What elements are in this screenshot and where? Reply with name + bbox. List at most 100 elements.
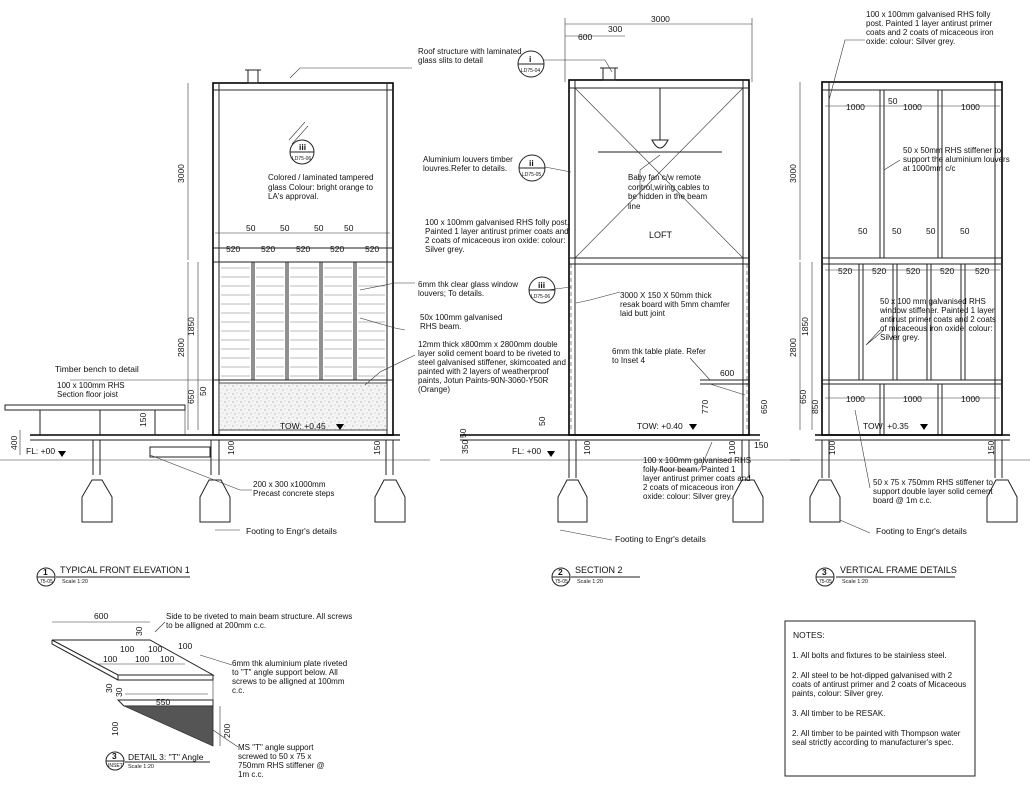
dim-520: 520 xyxy=(365,244,379,254)
dim-100-s: 100 xyxy=(582,441,592,455)
frame-window-note: 50 x 100 mm galvanised RHS window stiffe… xyxy=(880,297,996,342)
dim-50-f: 50 xyxy=(888,96,898,106)
dim-520: 520 xyxy=(261,244,275,254)
svg-text:iii: iii xyxy=(299,142,306,152)
dim-3000-e: 3000 xyxy=(176,164,186,183)
dim-150-s: 150 xyxy=(754,440,768,450)
svg-text:75-05: 75-05 xyxy=(40,579,53,585)
dim-350-s: 350 xyxy=(460,440,470,454)
dim-1000-c: 1000 xyxy=(961,102,980,112)
title-detail: 3 INSET DETAIL 3: "T" Angle Scale 1:20 xyxy=(105,751,210,771)
dim-1850-f: 1850 xyxy=(800,317,810,336)
dim-650-f: 650 xyxy=(798,390,808,404)
dim-50-frame: 50 xyxy=(892,226,902,236)
callout-iii-elevation[interactable]: iii LD75-06 xyxy=(289,139,315,165)
loft-label: LOFT xyxy=(649,230,673,240)
dim-600-d: 600 xyxy=(94,611,108,621)
dim-550-d: 550 xyxy=(156,697,170,707)
frame-post-note: 100 x 100mm galvanised RHS folly post. P… xyxy=(866,10,994,46)
dim-100-s2: 100 xyxy=(727,441,737,455)
frame-stiffener-note: 50 x 50mm RHS stiffener to support the a… xyxy=(903,146,1010,173)
dim-520-frame: 520 xyxy=(906,266,920,276)
svg-text:1: 1 xyxy=(43,567,48,577)
dim-1000-a: 1000 xyxy=(846,102,865,112)
cement-note: 12mm thick x800mm x 2800mm double layer … xyxy=(418,340,566,394)
note-2: 2. All steel to be hot-dipped galvanised… xyxy=(792,671,967,698)
fl-label-2: FL: +00 xyxy=(512,446,541,456)
dim-50-top: 50 xyxy=(344,223,354,233)
dim-600-table: 600 xyxy=(720,368,734,378)
steps-note: 200 x 300 x1000mm Precast concrete steps xyxy=(253,480,334,498)
svg-text:2: 2 xyxy=(558,567,563,577)
dim-520-frame: 520 xyxy=(940,266,954,276)
dim-50-frame: 50 xyxy=(926,226,936,236)
dim-520-frame: 520 xyxy=(975,266,989,276)
frame-stiffener2-note: 50 x 75 x 750mm RHS stiffener to support… xyxy=(873,478,993,505)
footing-note-3: Footing to Engr's details xyxy=(876,526,967,536)
dim-200-d: 200 xyxy=(222,724,232,738)
dim-650-e: 650 xyxy=(186,390,196,404)
svg-text:Scale 1:20: Scale 1:20 xyxy=(577,579,603,585)
plate-note: 6mm thk aluminium plate riveted to "T" a… xyxy=(232,659,347,695)
roof-note: Roof structure with laminated glass slit… xyxy=(418,47,522,65)
title-frame: 3 75-05 VERTICAL FRAME DETAILS Scale 1:2… xyxy=(815,565,957,587)
glass-note: Colored / laminated tampered glass Colou… xyxy=(268,173,373,201)
dim-3000-f: 3000 xyxy=(788,164,798,183)
joist-note: 100 x 100mm RHS Section floor joist xyxy=(57,381,125,399)
dim-50-s: 50 xyxy=(458,428,468,438)
svg-text:SECTION 2: SECTION 2 xyxy=(575,565,623,575)
svg-text:VERTICAL FRAME DETAILS: VERTICAL FRAME DETAILS xyxy=(840,565,957,575)
dim-2800-e: 2800 xyxy=(176,338,186,357)
svg-text:ii: ii xyxy=(529,158,534,168)
svg-text:Scale 1:20: Scale 1:20 xyxy=(62,579,88,585)
dim-50-frame: 50 xyxy=(858,226,868,236)
angle-note: MS "T" angle support screwed to 50 x 75 … xyxy=(238,743,325,779)
post-note: 100 x 100mm galvanised RHS folly post. P… xyxy=(425,218,569,254)
fan-note: Baby fan c/w remote control,wiring cable… xyxy=(628,173,709,211)
dim-850-f: 850 xyxy=(810,400,820,414)
footing-note-1: Footing to Engr's details xyxy=(246,526,337,536)
bench-note: Timber bench to detail xyxy=(55,364,139,374)
dim-520: 520 xyxy=(226,244,240,254)
floor-beam-note: 100 x 100mm galvanised RHS folly floor b… xyxy=(643,456,751,501)
tow-label-2: TOW: +0.40 xyxy=(637,421,683,431)
dim-100-d4: 100 xyxy=(148,644,162,654)
callout-i[interactable]: i LD75-04 xyxy=(517,50,545,78)
dim-30-d3: 30 xyxy=(114,687,124,697)
dim-150-e: 150 xyxy=(138,413,148,427)
dim-520-frame: 520 xyxy=(872,266,886,276)
note-4: 2. All timber to be painted with Thompso… xyxy=(792,729,961,747)
dim-1000-d: 1000 xyxy=(846,394,865,404)
resak-note: 3000 X 150 X 50mm thick resak board with… xyxy=(620,291,730,318)
callout-iii[interactable]: iii LD75-06 xyxy=(528,276,556,304)
notes-heading: NOTES: xyxy=(793,630,825,640)
dim-1850-e: 1850 xyxy=(186,317,196,336)
dim-100-d1: 100 xyxy=(103,654,117,664)
dim-50-top: 50 xyxy=(314,223,324,233)
louver-note: Aluminium louvers timber louvres.Refer t… xyxy=(423,155,513,173)
svg-text:iii: iii xyxy=(538,280,545,290)
dim-2800-f: 2800 xyxy=(788,338,798,357)
table-note: 6mm thk table plate. Refer to Inset 4 xyxy=(612,347,706,365)
callout-ii[interactable]: ii LD75-05 xyxy=(518,154,546,182)
t-angle-detail-drawing xyxy=(51,621,239,748)
svg-text:LD75-04: LD75-04 xyxy=(521,68,540,74)
svg-text:Scale 1:20: Scale 1:20 xyxy=(128,764,154,770)
dim-100-e: 100 xyxy=(226,441,236,455)
tow-label-1: TOW: +0.45 xyxy=(280,421,326,431)
svg-text:Scale 1:20: Scale 1:20 xyxy=(842,579,868,585)
svg-text:LD75-06: LD75-06 xyxy=(531,294,550,300)
beam-note: 50x 100mm galvanised RHS beam. xyxy=(420,313,502,331)
dim-600-s: 600 xyxy=(578,32,592,42)
dim-50-frame: 50 xyxy=(960,226,970,236)
dim-520: 520 xyxy=(330,244,344,254)
dim-400-e: 400 xyxy=(9,436,19,450)
glass-louver-note: 6mm thk clear glass window louvers; To d… xyxy=(418,280,518,298)
dim-150-e2: 150 xyxy=(372,441,382,455)
dim-30-d: 30 xyxy=(134,626,144,636)
section-drawing xyxy=(440,18,800,541)
dim-100-d7: 100 xyxy=(110,722,120,736)
dim-100-d6: 100 xyxy=(178,641,192,651)
note-1: 1. All bolts and fixtures to be stainles… xyxy=(792,651,947,660)
